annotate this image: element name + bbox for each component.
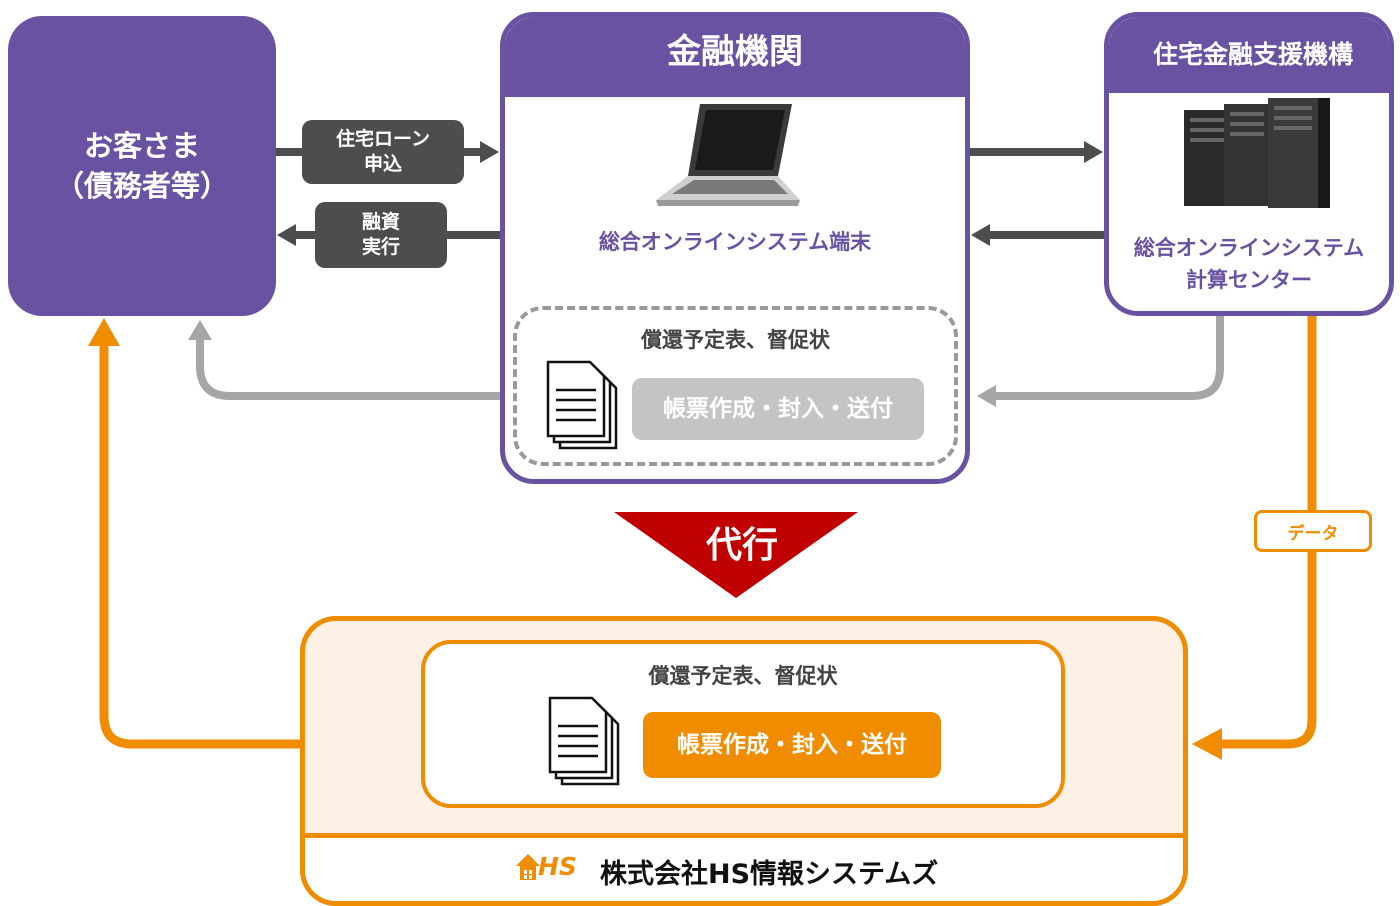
hs-logo-text: HS xyxy=(538,852,577,881)
documents-icon xyxy=(546,360,618,450)
apply-arrowhead xyxy=(480,141,499,163)
bank-doc-to-customer-arrowhead xyxy=(188,320,212,340)
hs-to-customer-arrowhead xyxy=(88,318,120,346)
hs-to-customer-line xyxy=(99,340,300,749)
bank-header xyxy=(505,17,965,97)
customer-box xyxy=(8,16,276,316)
loan-arrowhead xyxy=(277,224,296,246)
jhf-to-bank-doc-arrowhead xyxy=(977,385,996,407)
documents-icon xyxy=(548,696,620,786)
bank-document-process: 帳票作成・封入・送付 xyxy=(632,378,924,440)
bank-document-area xyxy=(513,306,958,466)
jhf-to-bank-doc-line xyxy=(994,316,1224,400)
hs-footer xyxy=(305,833,1183,901)
bank-title: 金融機関 xyxy=(667,32,803,72)
jhf-to-hs-arrowhead xyxy=(1192,728,1222,760)
proxy-arrow xyxy=(614,512,858,598)
apply-label-line2: 申込 xyxy=(363,153,402,175)
hs-document-process: 帳票作成・封入・送付 xyxy=(643,712,941,778)
server-icon xyxy=(1184,98,1330,208)
jhf-system-label: 総合オンラインシステム 計算センター xyxy=(1104,232,1394,296)
customer-subtitle: （債務者等） xyxy=(54,169,229,203)
loan-label: 融資 実行 xyxy=(315,202,447,268)
jhf-header xyxy=(1109,17,1389,93)
jhf-system-line1: 総合オンラインシステム xyxy=(1133,236,1365,260)
jhf-to-bank-arrowhead xyxy=(971,224,990,246)
apply-label: 住宅ローン 申込 xyxy=(302,120,464,184)
bank-to-jhf-arrowhead xyxy=(1084,141,1103,163)
jhf-system-line2: 計算センター xyxy=(1186,268,1312,292)
bank-document-title: 償還予定表、督促状 xyxy=(641,328,830,352)
laptop-icon xyxy=(656,104,800,206)
customer-label: お客さま （債務者等） xyxy=(8,126,276,206)
apply-label-line1: 住宅ローン xyxy=(335,128,431,150)
data-label: データ xyxy=(1254,510,1372,552)
loan-label-line1: 融資 xyxy=(361,211,400,233)
bank-doc-to-customer-line xyxy=(196,338,500,400)
loan-label-line2: 実行 xyxy=(361,236,400,258)
jhf-to-hs-line xyxy=(1218,316,1317,749)
customer-name: お客さま xyxy=(83,129,200,163)
terminal-label: 総合オンラインシステム端末 xyxy=(598,230,872,254)
proxy-label: 代行 xyxy=(705,525,778,566)
jhf-title: 住宅金融支援機構 xyxy=(1152,40,1353,69)
hs-document-title: 償還予定表、督促状 xyxy=(648,664,838,688)
house-logo-icon xyxy=(516,854,540,880)
company-name: 株式会社HS情報システムズ xyxy=(600,859,939,890)
